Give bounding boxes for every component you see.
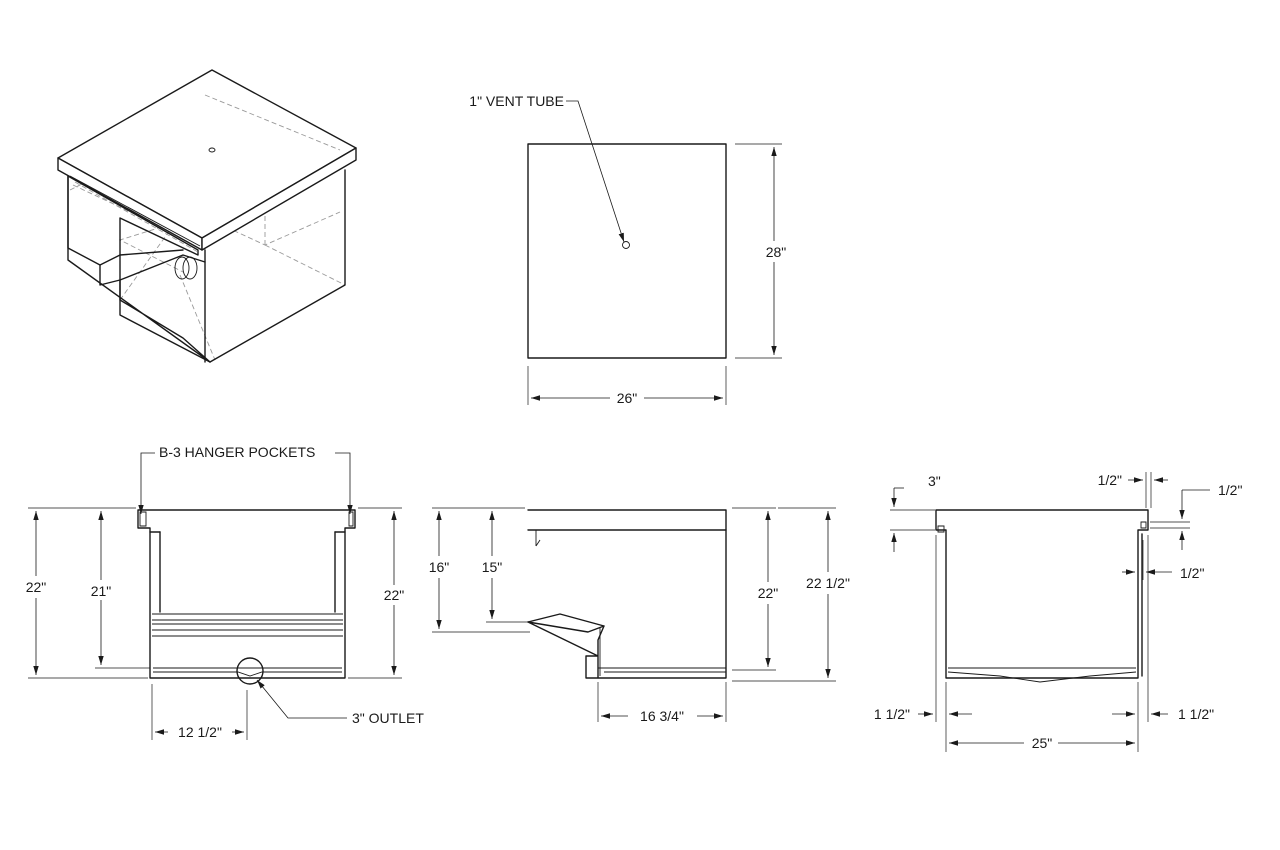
vent-tube-mark xyxy=(622,241,630,249)
top-lip-label: 3" xyxy=(928,473,941,489)
bottom-width-label: 16 3/4" xyxy=(640,708,684,724)
height-15-label: 15" xyxy=(482,559,503,575)
outlet-leader xyxy=(256,679,347,719)
right-height-label: 22" xyxy=(384,587,405,603)
iso-lid-side-edge xyxy=(201,147,357,251)
left-flange-label: 1 1/2" xyxy=(874,706,910,722)
end-view: 3" 1/2" 1/2" 1/2" 1 1/2" 1 1/2" 25" xyxy=(874,472,1242,752)
iso-outlet xyxy=(174,256,190,280)
height-22-label: 22" xyxy=(758,585,779,601)
iso-vent-tube xyxy=(208,147,216,153)
wall-gap-label: 1/2" xyxy=(1180,565,1204,581)
front-view-outline xyxy=(137,509,356,679)
side-view-outline xyxy=(527,509,727,679)
depth-label: 28" xyxy=(766,244,787,260)
top-view: 1" VENT TUBE 28" 26" xyxy=(469,93,786,406)
vent-tube-label: 1" VENT TUBE xyxy=(469,93,564,109)
top-view-outline xyxy=(527,143,727,359)
width-label: 26" xyxy=(617,390,638,406)
outlet-circle xyxy=(236,657,264,685)
front-view: B-3 HANGER POCKETS 22" 21" 22" 12 1/2" 3… xyxy=(26,444,424,740)
inner-height-label: 21" xyxy=(91,583,112,599)
height-22-5-label: 22 1/2" xyxy=(806,575,850,591)
vent-leader xyxy=(566,100,625,243)
hanger-pockets-label: B-3 HANGER POCKETS xyxy=(159,444,315,460)
end-width-label: 25" xyxy=(1032,735,1053,751)
outlet-label: 3" OUTLET xyxy=(352,710,424,726)
hanger-leader xyxy=(138,452,155,514)
right-flange-label: 1 1/2" xyxy=(1178,706,1214,722)
pocket-height-label: 1/2" xyxy=(1218,482,1242,498)
side-view: 16" 15" 22" 22 1/2" 16 3/4" xyxy=(429,508,850,724)
pocket-gap-label: 1/2" xyxy=(1098,472,1122,488)
overall-height-label: 22" xyxy=(26,579,47,595)
isometric-view xyxy=(57,69,357,363)
height-16-label: 16" xyxy=(429,559,450,575)
end-view-outline xyxy=(935,509,1149,679)
outlet-offset-label: 12 1/2" xyxy=(178,724,222,740)
